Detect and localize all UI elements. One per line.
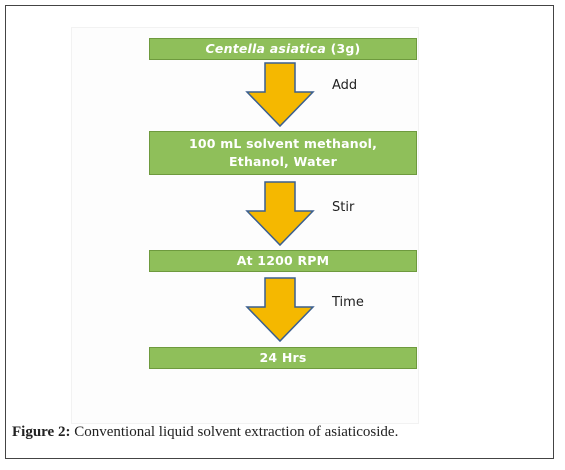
- action-label-stir: Stir: [332, 200, 355, 215]
- step-3-text: At 1200 RPM: [236, 253, 330, 268]
- step-4-text: 24 Hrs: [259, 350, 307, 365]
- down-arrow-icon: [245, 277, 315, 343]
- step-box-solvent: 100 mL solvent methanol, Ethanol, Water: [149, 131, 417, 175]
- step-box-plant-material: Centella asiatica (3g): [149, 38, 417, 60]
- action-label-add: Add: [332, 78, 358, 93]
- down-arrow-icon: [245, 181, 315, 247]
- down-arrow-icon: [245, 62, 315, 128]
- step-1-rest-text: (3g): [326, 41, 361, 56]
- step-box-duration: 24 Hrs: [149, 347, 417, 369]
- figure-caption: Figure 2: Conventional liquid solvent ex…: [12, 424, 398, 441]
- caption-label: Figure 2:: [12, 424, 71, 440]
- step-1-italic-text: Centella asiatica: [205, 41, 327, 56]
- step-box-speed: At 1200 RPM: [149, 250, 417, 272]
- step-2-line-1: 100 mL solvent methanol,: [188, 136, 378, 151]
- step-2-line-2: Ethanol, Water: [229, 154, 337, 169]
- action-label-time: Time: [332, 295, 364, 310]
- caption-text: Conventional liquid solvent extraction o…: [70, 424, 399, 440]
